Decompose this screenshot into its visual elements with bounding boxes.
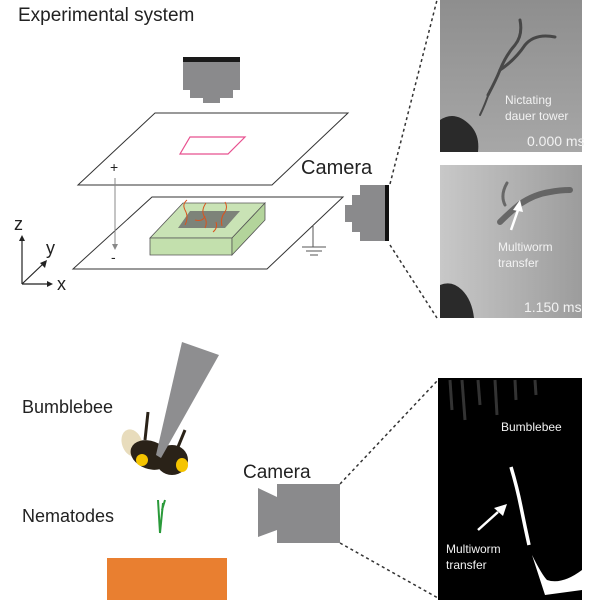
frame-2-annotation-line1: Multiworm bbox=[498, 240, 553, 254]
substrate-base bbox=[107, 558, 227, 600]
frame-3-bee-label: Bumblebee bbox=[501, 420, 562, 434]
transfer-arrow-icon bbox=[477, 504, 507, 531]
top-electrode-plate bbox=[76, 112, 350, 186]
substrate-block bbox=[149, 199, 266, 257]
nematodes-icon bbox=[157, 499, 166, 534]
video-frame-2: Multiworm transfer 1.150 ms bbox=[440, 165, 582, 318]
frame-3-annotation-line2: transfer bbox=[446, 558, 487, 572]
side-camera bbox=[345, 185, 389, 241]
field-arrowhead bbox=[112, 244, 118, 250]
zoom-lines-top bbox=[389, 0, 438, 319]
minus-sign: - bbox=[111, 249, 116, 265]
region-of-interest bbox=[178, 136, 247, 155]
axis-z-label: z bbox=[14, 214, 23, 234]
transfer-arrow-icon bbox=[509, 200, 523, 231]
mesh-grid bbox=[178, 211, 240, 228]
nematodes-label: Nematodes bbox=[22, 506, 114, 526]
bumblebee-label: Bumblebee bbox=[22, 397, 113, 417]
video-camera-icon bbox=[258, 484, 340, 543]
section-title: Experimental system bbox=[18, 5, 194, 26]
zoom-lines-bottom bbox=[339, 379, 439, 599]
tether-rod bbox=[156, 342, 219, 458]
bottom-camera-label: Camera bbox=[243, 462, 311, 483]
video-frame-1: Nictating dauer tower 0.000 ms bbox=[440, 0, 585, 152]
frame-2-annotation-line2: transfer bbox=[498, 256, 539, 270]
video-frame-3: Bumblebee Multiworm transfer bbox=[438, 378, 582, 600]
side-camera-label: Camera bbox=[301, 157, 373, 179]
frame-3-annotation-line1: Multiworm bbox=[446, 542, 501, 556]
frame-1-timestamp: 0.000 ms bbox=[527, 133, 585, 149]
top-camera bbox=[183, 57, 240, 103]
axis-y-label: y bbox=[46, 238, 55, 258]
frame-2-timestamp: 1.150 ms bbox=[524, 299, 582, 315]
worms-icon bbox=[183, 199, 227, 233]
axis-x-label: x bbox=[57, 274, 66, 294]
ground-symbol-icon bbox=[302, 225, 326, 256]
frame-1-annotation-line1: Nictating bbox=[505, 93, 552, 107]
axes-icon bbox=[19, 235, 53, 287]
plus-sign: + bbox=[110, 159, 118, 175]
frame-1-annotation-line2: dauer tower bbox=[505, 109, 568, 123]
